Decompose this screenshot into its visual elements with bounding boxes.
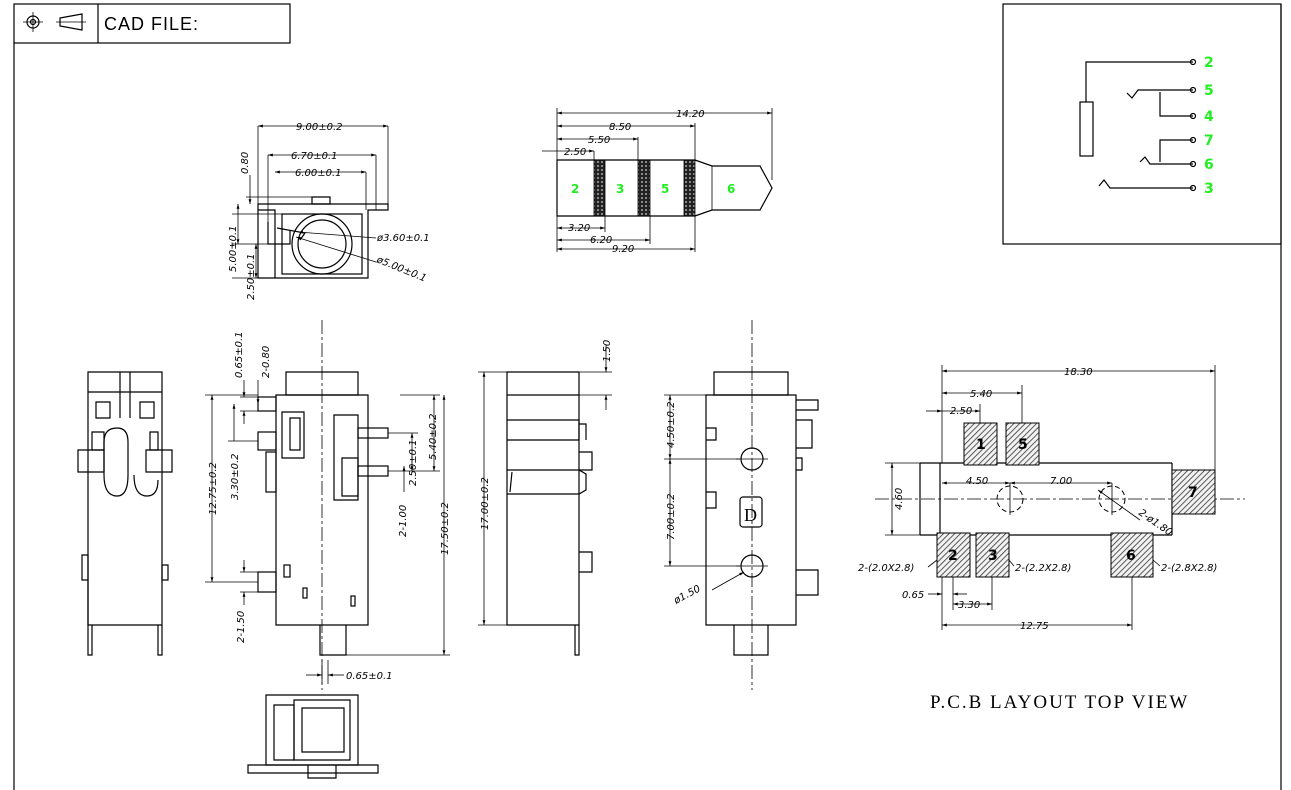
title-block: CAD FILE:: [13, 3, 291, 44]
side-dim-text: 2-1.00: [398, 505, 409, 537]
side-dim-text: 0.65±0.1: [234, 331, 245, 378]
sheet-border: [13, 4, 1282, 790]
side-dim-text: 3.30±0.2: [230, 453, 241, 500]
front-dim-text: 6.00±0.1: [295, 168, 342, 179]
plug-segment-label: 3: [616, 182, 624, 196]
plug-dim-text: 14.20: [676, 109, 705, 120]
front-dim-text: ø3.60±0.1: [376, 233, 430, 244]
front-dim-text: 0.80: [240, 152, 251, 174]
plug-dim-text: 5.50: [588, 135, 610, 146]
crosshair-projection-icon: [23, 12, 43, 32]
pcb-dim-text: 4.50: [966, 476, 988, 487]
pcb-dim-text: 3.30: [958, 600, 980, 611]
plug-segment-label: 5: [661, 182, 669, 196]
back-dim-text: 17.00±0.2: [480, 477, 491, 530]
pad-number: 6: [1126, 548, 1136, 564]
schematic-pin-label: 2: [1204, 55, 1214, 71]
side-dim-text: 2-1.50: [236, 611, 247, 643]
cad-file-label: CAD FILE:: [104, 14, 199, 34]
logo-letter: D: [744, 505, 757, 525]
back-dim-text: 1.50: [602, 340, 613, 362]
pad-number: 3: [988, 548, 998, 564]
side-dim-text: 2.50±0.1: [408, 439, 419, 486]
front-dim-text: 2.50±0.1: [246, 253, 257, 300]
left-end-view: [77, 371, 173, 656]
pcb-dim-text: 2.50: [950, 406, 972, 417]
pcb-dim-text: 2-(2.8X2.8): [1161, 563, 1217, 574]
side-dim-text: 12.75±0.2: [208, 462, 219, 515]
pcb-dim-text: 4.60: [894, 488, 905, 510]
pcb-dim-text: 0.65: [902, 590, 924, 601]
side-dim-text: 2-0.80: [261, 346, 272, 378]
pcb-dim-text: 7.00: [1050, 476, 1072, 487]
front-view: 9.00±0.2 6.70±0.1 6.00±0.1 0.80 5.00±0.1…: [228, 122, 430, 300]
side-view: 0.65±0.1 2-0.80 12.75±0.2 3.30±0.2 2-1.5…: [205, 320, 451, 690]
pad-number: 5: [1018, 437, 1028, 453]
schematic-pin-label: 3: [1204, 181, 1214, 197]
plug-drawing: 2 3 5 6 14.20 8.50 5.50 2.50 3.20 6.20 9…: [542, 108, 773, 255]
front-dim-text: 6.70±0.1: [291, 151, 338, 162]
front-dim-text: 5.00±0.1: [228, 225, 239, 272]
schematic-pin-label: 7: [1204, 133, 1214, 149]
back-view: 1.50 17.00±0.2: [478, 340, 613, 656]
mount-view: D 4.50±0.2 7.00±0.2 ø1.50: [664, 320, 819, 690]
plug-dim-text: 3.20: [568, 223, 590, 234]
schematic-pin-label: 4: [1204, 109, 1214, 125]
plug-dim-text: 2.50: [564, 147, 586, 158]
pcb-layout: 1 5 2 3 6 7 18.30 5.40 2.50 4.50 7.00 4.…: [858, 365, 1245, 713]
bottom-view: [247, 694, 379, 779]
side-dim-text: 5.40±0.2: [428, 413, 439, 460]
pad-number: 1: [976, 437, 986, 453]
mount-dim-text: 4.50±0.2: [666, 401, 677, 448]
front-dim-text: 9.00±0.2: [296, 122, 343, 133]
schematic-pin-label: 5: [1204, 83, 1214, 99]
mount-dim-text: ø1.50: [671, 584, 702, 608]
pcb-dim-text: 18.30: [1064, 367, 1093, 378]
schematic-box: 2 5 4 7 6 3: [1002, 3, 1282, 245]
schematic-pin-label: 6: [1204, 157, 1214, 173]
pcb-dim-text: 5.40: [970, 389, 992, 400]
pcb-dim-text: 12.75: [1020, 621, 1049, 632]
pcb-dim-text: 2-(2.2X2.8): [1015, 563, 1071, 574]
mount-dim-text: 7.00±0.2: [666, 493, 677, 540]
pad-number: 7: [1188, 485, 1198, 501]
side-dim-text: 17.50±0.2: [440, 502, 451, 555]
plug-segment-label: 2: [571, 182, 579, 196]
front-dim-text: ø5.00±0.1: [374, 254, 428, 284]
plug-dim-text: 8.50: [609, 122, 631, 133]
plug-dim-text: 9.20: [612, 244, 634, 255]
plug-dim-text: 6.20: [590, 235, 612, 246]
cone-projection-icon: [56, 13, 86, 31]
pcb-layout-title: P.C.B LAYOUT TOP VIEW: [930, 692, 1189, 713]
pad-number: 2: [948, 548, 958, 564]
pcb-dim-text: 2-(2.0X2.8): [858, 563, 914, 574]
side-dim-text: 0.65±0.1: [346, 671, 393, 682]
plug-segment-label: 6: [727, 182, 735, 196]
